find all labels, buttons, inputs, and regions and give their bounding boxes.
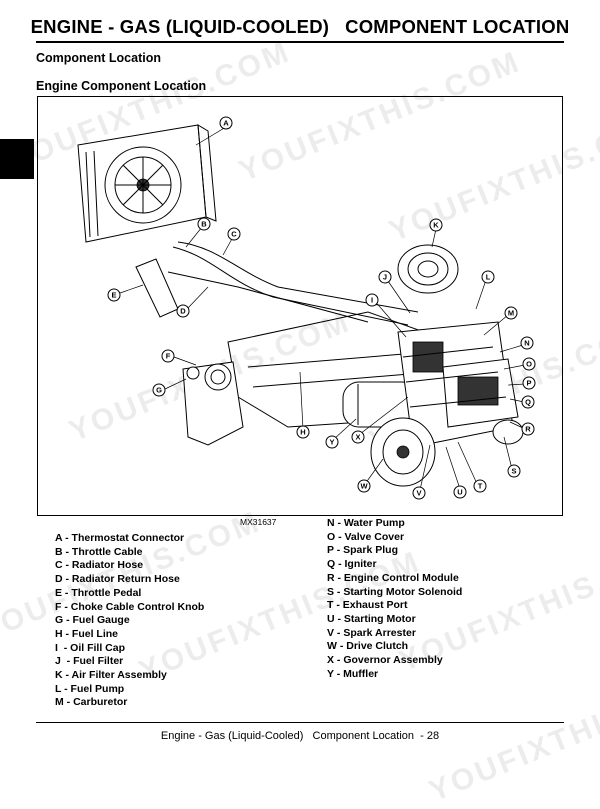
fuel-tank-illustration	[182, 361, 244, 446]
legend-item: T - Exhaust Port	[327, 599, 408, 612]
callout-u: U	[453, 485, 467, 499]
legend-left-column: A - Thermostat Connector B - Throttle Ca…	[55, 532, 204, 710]
legend-item: U - Starting Motor	[327, 612, 416, 625]
svg-text:G: G	[156, 386, 162, 395]
svg-text:F: F	[166, 352, 171, 361]
legend-item: Q - Igniter	[327, 558, 377, 571]
callout-t: T	[473, 479, 487, 493]
legend-item: B - Throttle Cable	[55, 545, 143, 558]
callout-c: C	[227, 227, 241, 241]
legend-item: P - Spark Plug	[327, 544, 398, 557]
svg-text:T: T	[478, 482, 483, 491]
radiator-illustration	[77, 124, 217, 243]
callout-e: E	[107, 288, 121, 302]
legend-item: K - Air Filter Assembly	[55, 669, 167, 682]
legend-item: F - Choke Cable Control Knob	[55, 600, 205, 613]
svg-text:E: E	[111, 291, 116, 300]
air-filter-illustration	[397, 244, 459, 294]
svg-text:D: D	[180, 307, 186, 316]
callout-d: D	[176, 304, 190, 318]
legend-item: R - Engine Control Module	[327, 571, 459, 584]
legend-item: E - Throttle Pedal	[55, 586, 142, 599]
svg-text:A: A	[223, 119, 229, 128]
callout-x: X	[351, 430, 365, 444]
legend-item: M - Carburetor	[55, 696, 128, 709]
svg-text:C: C	[231, 230, 237, 239]
callout-p: P	[522, 376, 536, 390]
footer-rule	[36, 722, 564, 723]
callout-o: O	[522, 357, 536, 371]
legend-item: N - Water Pump	[327, 517, 405, 529]
callout-l: L	[481, 270, 495, 284]
callout-k: K	[429, 218, 443, 232]
callout-g: G	[152, 383, 166, 397]
figure-code: MX31637	[240, 517, 277, 527]
legend-item: Y - Muffler	[327, 667, 379, 680]
legend-item: S - Starting Motor Solenoid	[327, 585, 463, 598]
svg-text:Q: Q	[525, 398, 531, 407]
legend-item: O - Valve Cover	[327, 530, 405, 543]
legend-item: X - Governor Assembly	[327, 654, 443, 667]
callout-v: V	[412, 486, 426, 500]
page-title: ENGINE - GAS (LIQUID-COOLED) COMPONENT L…	[30, 16, 570, 37]
svg-text:O: O	[526, 360, 532, 369]
starting-motor-illustration	[492, 419, 524, 445]
legend-item: C - Radiator Hose	[55, 559, 144, 572]
legend-item: J - Fuel Filter	[55, 655, 124, 668]
engine-illustration: A B C D E F G H I J K L M N O P Q R S T …	[77, 116, 536, 500]
svg-text:U: U	[457, 488, 462, 497]
engine-component-diagram: A B C D E F G H I J K L M N O P Q R S T …	[37, 96, 563, 516]
callout-q: Q	[521, 395, 535, 409]
callout-s: S	[507, 464, 521, 478]
svg-text:L: L	[486, 273, 491, 282]
svg-text:B: B	[201, 220, 207, 229]
page-footer: Engine - Gas (Liquid-Cooled) Component L…	[160, 730, 440, 742]
engine-block-illustration	[397, 321, 519, 448]
svg-text:I: I	[371, 296, 373, 305]
section-tab-marker	[0, 139, 34, 179]
svg-text:J: J	[383, 273, 387, 282]
svg-text:K: K	[433, 221, 439, 230]
subsection-heading: Engine Component Location	[36, 79, 207, 93]
radiator-hose-line	[177, 241, 419, 313]
callout-i: I	[365, 293, 379, 307]
svg-text:H: H	[300, 428, 305, 437]
callout-n: N	[520, 336, 534, 350]
drive-clutch-illustration	[370, 417, 436, 487]
callout-m: M	[504, 306, 518, 320]
legend-item: W - Drive Clutch	[327, 640, 409, 653]
title-rule	[36, 41, 564, 43]
svg-text:M: M	[508, 309, 514, 318]
svg-text:V: V	[416, 489, 421, 498]
radiator-return-hose-line	[167, 271, 369, 323]
svg-text:S: S	[511, 467, 516, 476]
callout-w: W	[357, 479, 371, 493]
legend-item: H - Fuel Line	[55, 627, 118, 640]
section-heading: Component Location	[36, 51, 161, 65]
callout-a: A	[219, 116, 233, 130]
legend-item: L - Fuel Pump	[55, 682, 125, 695]
svg-text:R: R	[525, 425, 531, 434]
svg-text:N: N	[524, 339, 529, 348]
svg-text:P: P	[526, 379, 531, 388]
legend-item: G - Fuel Gauge	[55, 614, 130, 627]
callout-b: B	[197, 217, 211, 231]
svg-text:W: W	[360, 482, 368, 491]
legend-item: A - Thermostat Connector	[55, 532, 185, 544]
callout-y: Y	[325, 435, 339, 449]
legend-item: V - Spark Arrester	[327, 626, 416, 639]
callout-f: F	[161, 349, 175, 363]
throttle-pedal-illustration	[135, 258, 179, 318]
callout-j: J	[378, 270, 392, 284]
callout-r: R	[521, 422, 535, 436]
svg-text:Y: Y	[329, 438, 334, 447]
legend-item: I - Oil Fill Cap	[55, 641, 126, 654]
svg-text:X: X	[355, 433, 360, 442]
callout-h: H	[296, 425, 310, 439]
legend-right-column: N - Water Pump O - Valve Cover P - Spark…	[327, 517, 462, 681]
legend-item: D - Radiator Return Hose	[55, 573, 180, 586]
